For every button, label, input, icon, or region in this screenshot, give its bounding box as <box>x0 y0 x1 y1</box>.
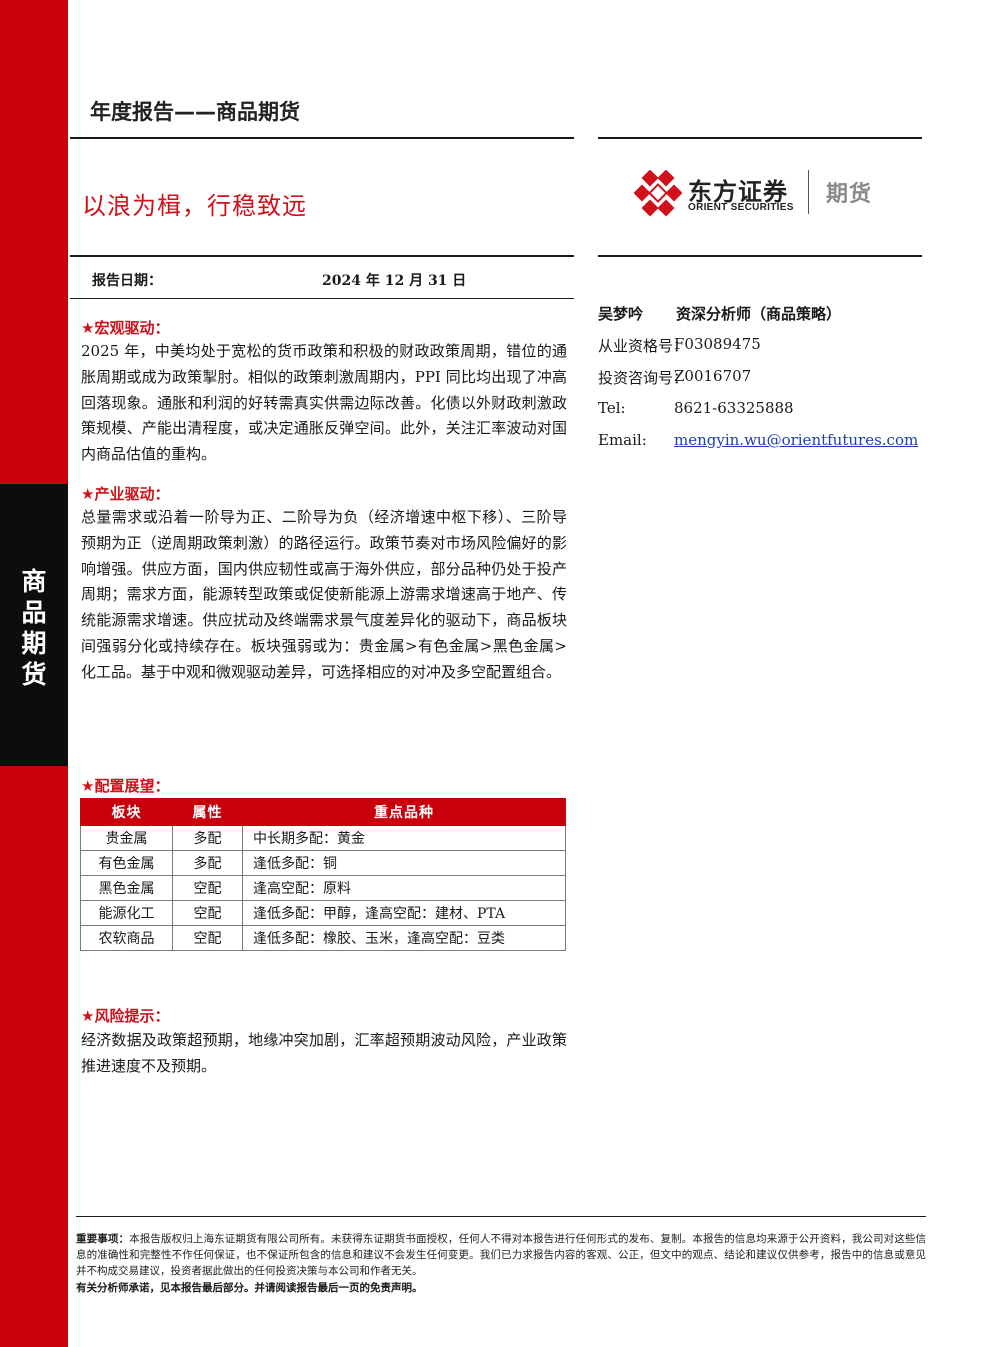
analyst-info-value: Z0016707 <box>674 367 752 385</box>
table-row: 能源化工 空配 逢低多配：甲醇，逢高空配：建材、PTA <box>80 900 566 926</box>
header-rule-left <box>70 137 574 139</box>
table-cell: 有色金属 <box>80 850 173 876</box>
table-cell: 空配 <box>172 925 243 951</box>
title-rule-right <box>598 255 922 257</box>
analyst-info-label: 从业资格号： <box>598 337 689 355</box>
table-cell: 多配 <box>172 850 243 876</box>
table-header-cell: 板块 <box>80 798 173 826</box>
logo-name-en: ORIENT SECURITIES <box>688 202 794 213</box>
table-cell: 空配 <box>172 875 243 901</box>
report-title: 以浪为楫，行稳致远 <box>82 192 307 220</box>
footer-notice-body: 本报告版权归上海东证期货有限公司所有。未获得东证期货书面授权，任何人不得对本报告… <box>76 1233 927 1277</box>
table-row: 有色金属 多配 逢低多配：铜 <box>80 850 566 876</box>
report-date-value: 2024 年 12 月 31 日 <box>322 273 467 289</box>
macro-heading: ★宏观驱动： <box>81 319 170 337</box>
table-cell: 逢高空配：原料 <box>242 875 566 901</box>
footer-commitment: 有关分析师承诺，见本报告最后部分。并请阅读报告最后一页的免责声明。 <box>76 1282 423 1294</box>
table-cell: 中长期多配：黄金 <box>242 825 566 851</box>
macro-body: 2025 年，中美均处于宽松的货币政策和积极的财政政策周期，错位的通胀周期或成为… <box>81 342 567 464</box>
sidebar-char: 商 <box>21 567 47 596</box>
table-header-row: 板块 属性 重点品种 <box>80 798 566 826</box>
allocation-heading: ★配置展望： <box>81 777 170 795</box>
analyst-info-label: Tel: <box>598 399 626 417</box>
industry-heading: ★产业驱动： <box>81 485 170 503</box>
footer-rule <box>76 1216 926 1217</box>
table-cell: 多配 <box>172 825 243 851</box>
risk-body: 经济数据及政策超预期，地缘冲突加剧，汇率超预期波动风险，产业政策推进速度不及预期… <box>81 1031 567 1075</box>
table-row: 黑色金属 空配 逢高空配：原料 <box>80 875 566 901</box>
sidebar-vertical-label: 商 品 期 货 <box>0 566 68 690</box>
footer-notice: 重要事项：本报告版权归上海东证期货有限公司所有。未获得东证期货书面授权，任何人不… <box>76 1231 926 1279</box>
table-row: 农软商品 空配 逢低多配：橡胶、玉米，逢高空配：豆类 <box>80 925 566 951</box>
logo-division: 期货 <box>826 182 873 207</box>
sidebar-char: 期 <box>21 629 47 658</box>
report-date-label: 报告日期： <box>92 273 162 289</box>
analyst-info-label: 投资咨询号： <box>598 369 689 387</box>
table-cell: 逢低多配：铜 <box>242 850 566 876</box>
analyst-info-value: 8621-63325888 <box>674 399 794 417</box>
date-rule <box>70 298 574 299</box>
company-logo <box>632 170 892 218</box>
title-rule-left <box>70 255 574 257</box>
analyst-name: 吴梦吟 <box>598 305 644 323</box>
table-row: 贵金属 多配 中长期多配：黄金 <box>80 825 566 851</box>
risk-heading: ★风险提示： <box>81 1007 170 1025</box>
analyst-title: 资深分析师（商品策略） <box>676 305 842 323</box>
footer-notice-label: 重要事项： <box>76 1233 130 1245</box>
allocation-table: 板块 属性 重点品种 贵金属 多配 中长期多配：黄金 有色金属 多配 逢低多配：… <box>80 798 566 951</box>
table-cell: 能源化工 <box>80 900 173 926</box>
analyst-email-link[interactable]: mengyin.wu@orientfutures.com <box>674 431 919 449</box>
table-cell: 农软商品 <box>80 925 173 951</box>
logo-emblem-icon <box>634 170 682 217</box>
logo-divider <box>808 170 809 214</box>
table-cell: 空配 <box>172 900 243 926</box>
table-cell: 逢低多配：甲醇，逢高空配：建材、PTA <box>242 900 566 926</box>
table-header-cell: 重点品种 <box>242 798 566 826</box>
header-rule-right <box>598 137 922 139</box>
analyst-info-label: Email: <box>598 431 647 449</box>
logo-name-cn: 东方证券 <box>688 178 788 206</box>
analyst-info-value: F03089475 <box>674 335 761 353</box>
table-cell: 逢低多配：橡胶、玉米，逢高空配：豆类 <box>242 925 566 951</box>
sidebar-char: 货 <box>21 660 47 689</box>
doc-type-heading: 年度报告——商品期货 <box>90 100 300 124</box>
sidebar-char: 品 <box>21 598 47 627</box>
industry-body: 总量需求或沿着一阶导为正、二阶导为负（经济增速中枢下移）、三阶导预期为正（逆周期… <box>81 508 567 681</box>
table-cell: 贵金属 <box>80 825 173 851</box>
table-cell: 黑色金属 <box>80 875 173 901</box>
table-header-cell: 属性 <box>172 798 243 826</box>
left-black-block <box>0 484 68 766</box>
